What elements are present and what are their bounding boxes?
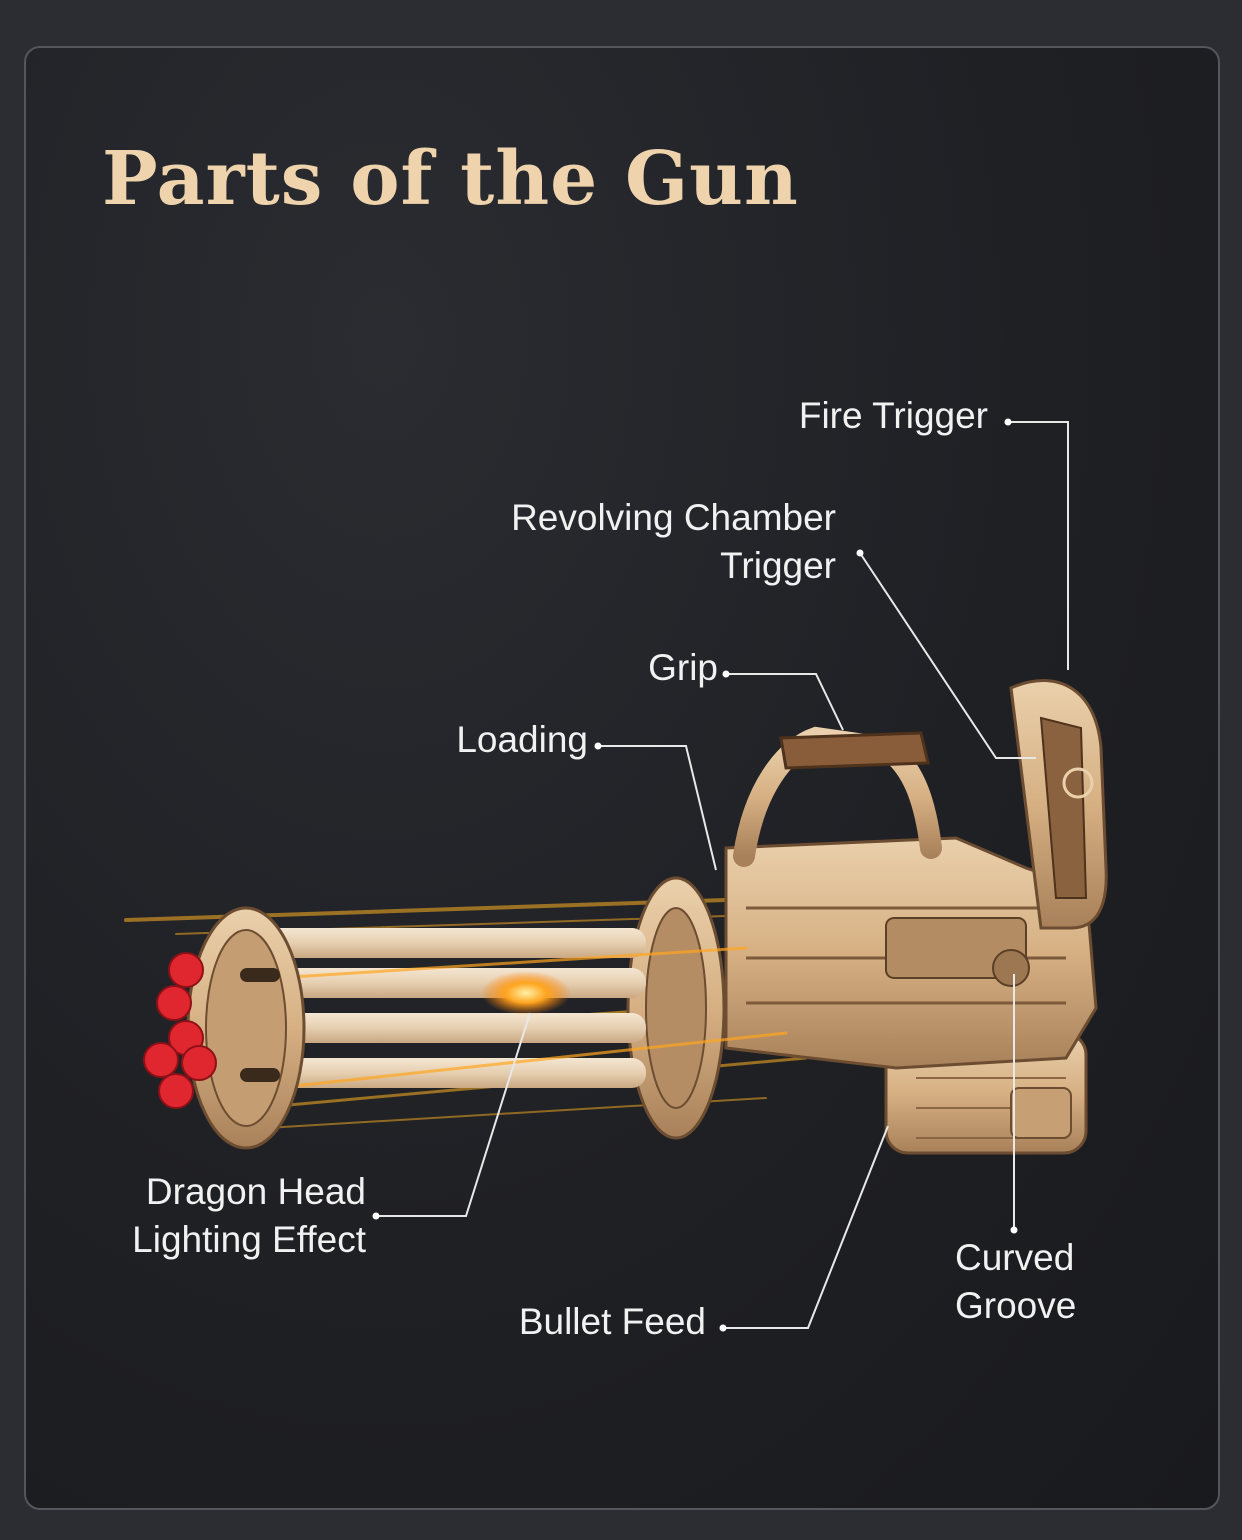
fire-trigger-label: Fire Trigger <box>798 395 988 436</box>
rear-handle <box>1009 679 1108 930</box>
revolving-chamber-trigger-line-1: Revolving Chamber <box>511 497 836 538</box>
dragon-head-line-1: Dragon Head <box>145 1171 366 1212</box>
revolving-chamber-trigger-line-2: Trigger <box>720 545 836 586</box>
curved-groove-line-1: Curved <box>955 1237 1075 1278</box>
revolving-chamber-trigger-line <box>859 552 1036 759</box>
loading-label: Loading <box>456 719 588 760</box>
red-bullet-tips <box>143 952 217 1109</box>
page-title: Parts of the Gun <box>102 136 799 222</box>
dragon-head-line <box>376 1012 531 1217</box>
curved-groove-line-2: Groove <box>955 1285 1077 1326</box>
diagram-frame: Parts of the Gun <box>24 46 1220 1510</box>
leader-lines <box>376 421 1069 1329</box>
dragon-head-glow <box>481 971 571 1015</box>
gun-body <box>724 836 1098 1070</box>
leader-dots <box>372 418 1018 1332</box>
motion-streaks-front <box>274 946 788 1090</box>
barrels <box>266 928 646 1088</box>
grip-label: Grip <box>648 647 718 688</box>
bullet-feed-line <box>723 1125 889 1329</box>
grip-line <box>726 673 844 731</box>
fire-trigger-line <box>1008 421 1069 670</box>
gun-diagram <box>124 418 1108 1332</box>
grip <box>733 726 942 867</box>
revolving-chamber-trigger-label: Revolving Chamber Trigger <box>434 494 836 590</box>
dragon-head-line-2: Lighting Effect <box>132 1219 366 1260</box>
dragon-head-lighting-effect-label: Dragon Head Lighting Effect <box>66 1168 366 1264</box>
loading-line <box>598 745 717 871</box>
curved-groove-label: Curved Groove <box>955 1234 1115 1330</box>
bullet-feed-label: Bullet Feed <box>518 1301 706 1342</box>
muzzle <box>186 906 306 1150</box>
barrel-collar <box>626 876 726 1140</box>
